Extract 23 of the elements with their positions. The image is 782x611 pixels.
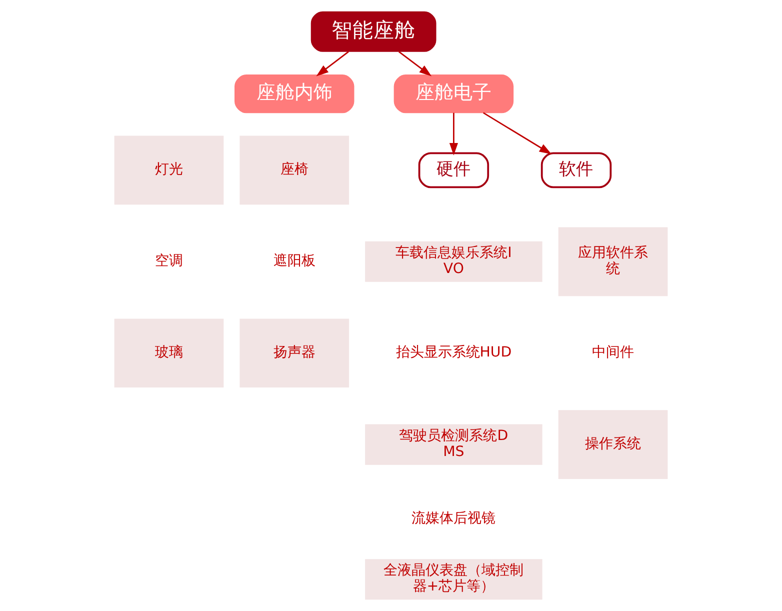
- node-box: 应用软件系统: [558, 227, 668, 296]
- node-box: 座舱内饰: [234, 74, 354, 114]
- node-box: 软件: [540, 152, 612, 188]
- arrow: [316, 51, 349, 76]
- arrow: [449, 112, 458, 156]
- node-text: 空调: [154, 252, 183, 269]
- node-box: 驾驶员检测系统DMS: [365, 424, 542, 465]
- node-box: 灯光: [114, 136, 224, 205]
- node-text: 流媒体后视镜: [412, 510, 496, 526]
- node-box: 操作系统: [558, 410, 668, 479]
- node-text: 抬头显示系统HUD: [396, 344, 512, 360]
- node-box: 车载信息娱乐系统IVO: [365, 241, 542, 282]
- node-text: 遮阳板: [273, 252, 316, 269]
- node-box: 硬件: [418, 152, 490, 188]
- node-box: 座舱电子: [394, 74, 514, 114]
- node-box: 玻璃: [114, 318, 224, 388]
- node-box: 全液晶仪表盘（域控制器+芯片等）: [365, 559, 542, 600]
- arrow: [398, 51, 432, 76]
- node-box: 扬声器: [240, 318, 350, 388]
- node-text: 中间件: [592, 344, 634, 360]
- node-box: 智能座舱: [310, 11, 436, 52]
- arrow: [483, 112, 552, 154]
- node-box: 座椅: [240, 136, 350, 205]
